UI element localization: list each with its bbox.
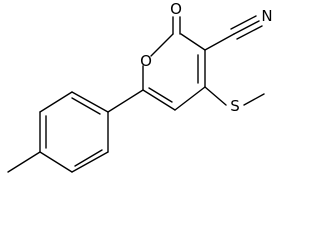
bond-c5-c6-double	[148, 87, 173, 103]
bond-ar-ch3	[7, 151, 41, 173]
bond-c3-cn	[204, 33, 235, 51]
bond-ar2-ar3	[39, 91, 73, 113]
bond-cn-triple-c	[236, 25, 263, 40]
bond-s-ch3	[243, 93, 265, 106]
bond-ar1-ar2	[71, 91, 109, 113]
bond-ar4-ar5	[39, 151, 73, 173]
atom-label-nitrile-nitrogen: N	[261, 7, 272, 25]
bond-ar5-ar6	[71, 151, 109, 173]
bond-ar-inner-3	[74, 149, 103, 167]
atom-label-sulfur: S	[230, 97, 240, 115]
molecule-structure-diagram: O O N S	[7, 0, 273, 173]
atom-label-carbonyl-oxygen: O	[170, 0, 182, 18]
atom-label-ring-oxygen: O	[140, 52, 152, 70]
bond-cn-triple-b	[230, 15, 257, 30]
bond-o1-c2	[150, 33, 174, 57]
bond-c2-c3	[180, 33, 206, 51]
bond-c5-c6	[142, 89, 176, 111]
bond-ar-inner-1	[71, 97, 101, 115]
bond-c4-c5	[174, 86, 206, 111]
bond-c6-aryl	[107, 89, 144, 113]
bond-cn-triple-a	[233, 20, 260, 35]
bond-c4-s	[204, 86, 227, 106]
molecule-svg: O O N S	[7, 0, 273, 173]
